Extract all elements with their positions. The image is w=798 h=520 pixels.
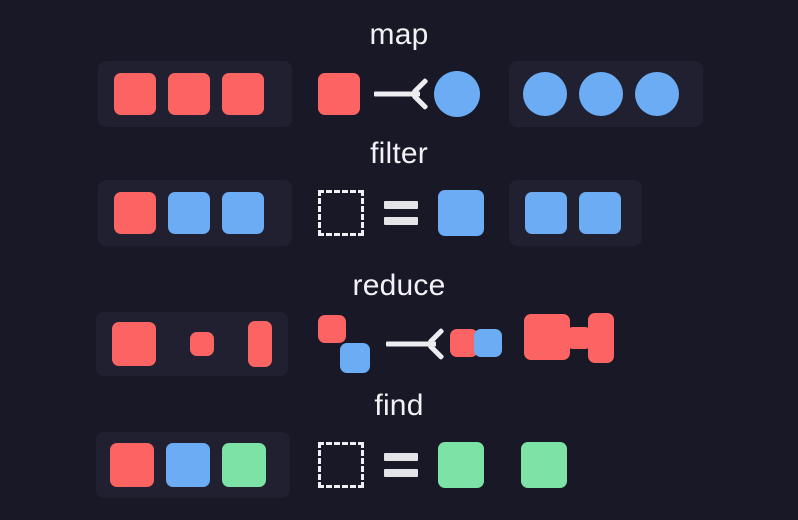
blue-square xyxy=(579,192,621,234)
find-input-collection xyxy=(96,432,290,498)
merged-part-large-square xyxy=(524,314,570,360)
row-reduce: reduce xyxy=(0,271,798,391)
row-filter: filter xyxy=(0,139,798,259)
blue-circle xyxy=(579,72,623,116)
red-large-square xyxy=(112,322,156,366)
reduce-result-pair xyxy=(450,329,504,359)
blue-square xyxy=(474,329,502,357)
filter-output-collection xyxy=(509,180,642,246)
row-title-reduce: reduce xyxy=(352,269,446,302)
blue-square xyxy=(340,343,370,373)
map-output-collection xyxy=(509,61,703,127)
red-small-square xyxy=(190,332,214,356)
blue-circle xyxy=(434,71,480,117)
red-square xyxy=(450,329,478,357)
find-operation xyxy=(318,432,484,498)
red-square xyxy=(114,73,156,115)
arrow-right-icon xyxy=(374,77,429,111)
green-square xyxy=(521,442,567,488)
merged-part-tall-rect xyxy=(588,313,614,363)
reduce-operand-pair xyxy=(318,313,374,375)
red-square xyxy=(114,192,156,234)
blue-square xyxy=(168,192,210,234)
red-square xyxy=(318,73,360,115)
blue-square xyxy=(166,443,210,487)
filter-input-collection xyxy=(98,180,292,246)
map-input-collection xyxy=(98,61,292,127)
dashed-placeholder-square xyxy=(318,442,364,488)
equals-icon xyxy=(384,449,418,481)
reduce-input-collection xyxy=(96,312,288,376)
blue-square xyxy=(525,192,567,234)
dashed-placeholder-square xyxy=(318,190,364,236)
merged-part-small-square xyxy=(566,327,592,349)
find-output-single xyxy=(521,432,567,498)
blue-square xyxy=(438,190,484,236)
green-square xyxy=(222,443,266,487)
blue-circle xyxy=(523,72,567,116)
green-square xyxy=(438,442,484,488)
red-tall-rect xyxy=(248,321,272,367)
red-square xyxy=(168,73,210,115)
blue-circle xyxy=(635,72,679,116)
blue-square xyxy=(222,192,264,234)
arrow-right-icon xyxy=(386,327,445,361)
row-title-filter: filter xyxy=(370,137,428,170)
row-title-find: find xyxy=(374,389,424,422)
equals-icon xyxy=(384,197,418,229)
row-map: map xyxy=(0,20,798,140)
row-title-map: map xyxy=(369,18,429,51)
red-square xyxy=(222,73,264,115)
red-square xyxy=(110,443,154,487)
map-operation xyxy=(318,61,480,127)
row-find: find xyxy=(0,391,798,511)
reduce-output-merged-shape xyxy=(524,313,618,372)
red-square xyxy=(318,315,346,343)
reduce-operation xyxy=(318,309,504,379)
filter-operation xyxy=(318,180,484,246)
